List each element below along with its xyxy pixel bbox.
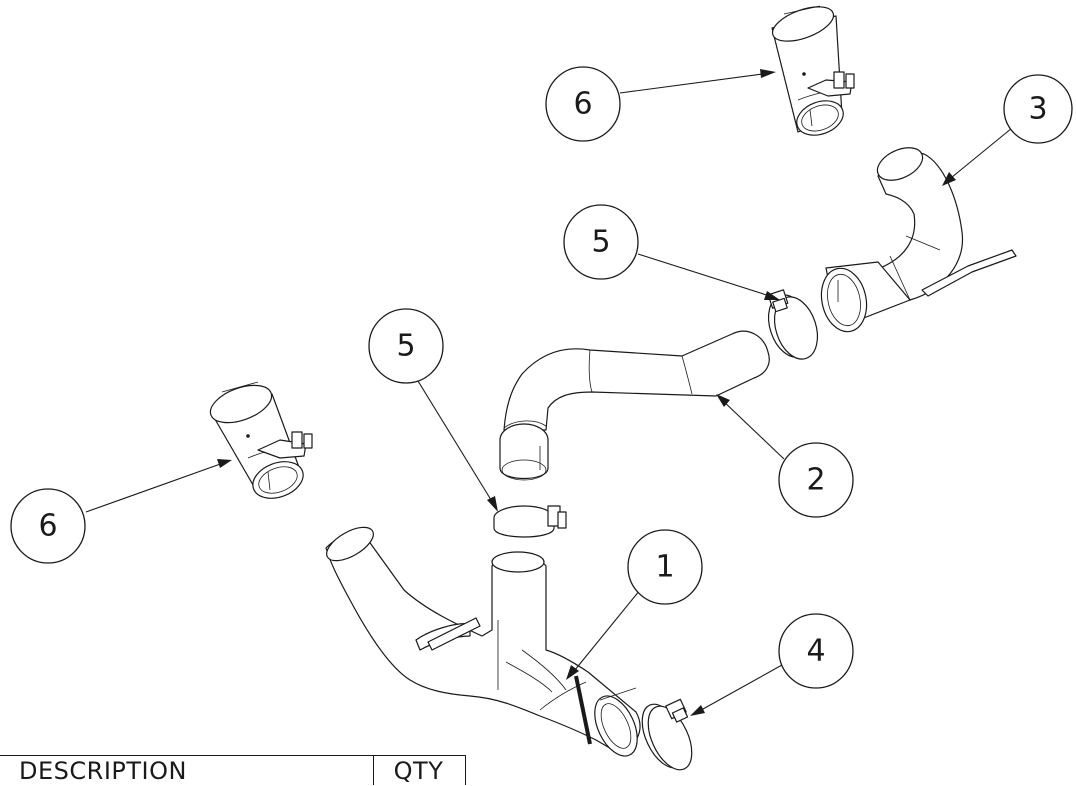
part-5-clamp-upper [767,289,819,360]
part-3-rear-pipe [820,147,1017,333]
part-6-exhaust-tip-top [771,5,855,136]
balloon-6-left: 6 [10,488,86,564]
balloon-4: 4 [778,613,854,689]
leader-6-left [85,461,227,513]
leader-1 [569,589,641,677]
balloon-2-label: 2 [806,463,825,498]
part-1-y-pipe [325,526,641,757]
balloon-5-upper: 5 [563,204,639,280]
arrowhead-1 [566,665,579,680]
leader-5-upper [637,253,777,299]
arrowhead-6-left [217,459,232,468]
part-2-mid-pipe [499,330,770,481]
arrowhead-5-upper [764,291,780,300]
balloon-6-top: 6 [545,66,621,142]
balloon-1-label: 1 [655,550,674,585]
balloon-4-label: 4 [806,634,825,669]
arrowhead-4 [690,705,705,716]
balloon-5-lower: 5 [368,308,444,384]
leader-3 [945,127,1013,183]
balloon-3-label: 3 [1028,92,1047,127]
arrowhead-5-lower [487,496,498,512]
leader-4 [693,664,783,715]
part-6-exhaust-tip-left [209,381,313,499]
part-4-clamp [641,698,693,771]
balloon-6-left-label: 6 [38,509,57,544]
balloon-3: 3 [1003,74,1073,144]
balloon-6-top-label: 6 [573,87,592,122]
balloon-5-lower-label: 5 [396,329,415,364]
leader-5-lower [417,380,497,509]
bom-description-header: DESCRIPTION [0,755,374,785]
balloon-2: 2 [778,442,854,518]
leader-6-top [619,72,771,94]
arrowhead-3 [942,172,956,186]
balloon-5-upper-label: 5 [591,225,610,260]
balloon-1: 1 [627,529,703,605]
leader-lines [85,69,1013,716]
arrowhead-2 [716,394,730,407]
arrowhead-6-top [760,69,776,78]
bom-qty-header: QTY [372,755,466,785]
bill-of-materials-table: DESCRIPTION QTY [0,755,466,785]
part-5-clamp-lower [493,505,567,538]
leader-2 [719,397,785,460]
